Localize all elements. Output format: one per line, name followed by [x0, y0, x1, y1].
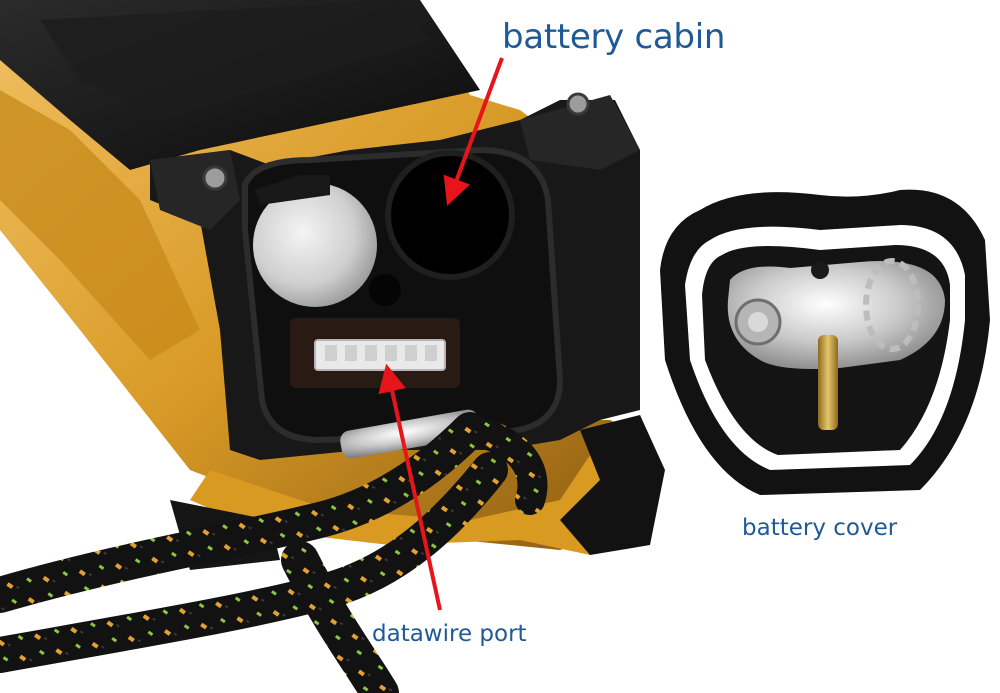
metal-pin — [340, 409, 480, 459]
lanyard-rope — [0, 412, 548, 693]
arrow-battery-cabin — [443, 57, 504, 206]
housing-clip — [560, 415, 665, 555]
battery-cabin-label: battery cabin — [502, 17, 726, 57]
coin-cell — [253, 175, 377, 307]
arrow-datawire-port — [378, 363, 442, 611]
battery-cover-label: battery cover — [742, 515, 898, 541]
datawire-connector — [290, 318, 460, 388]
annotation-arrows — [378, 57, 504, 611]
screw-hole — [369, 274, 401, 306]
battery-cabin-hole — [385, 150, 515, 280]
datawire-port-label: datawire port — [372, 621, 527, 647]
battery-cover — [660, 189, 990, 496]
